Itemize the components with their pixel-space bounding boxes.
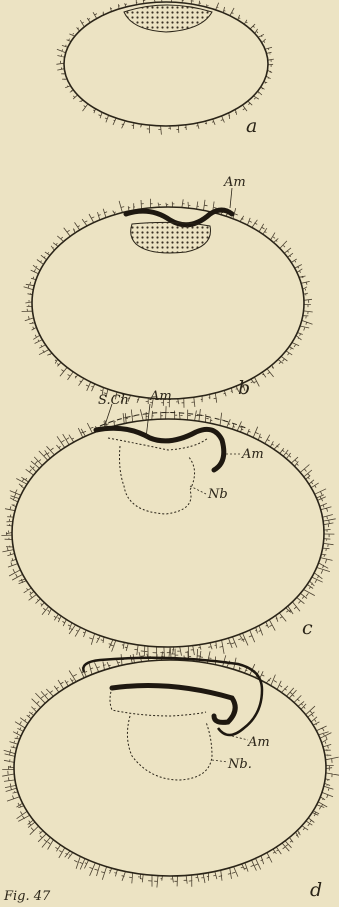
villi-layer-c (1, 406, 335, 659)
serous-membrane-dashed-c (100, 412, 246, 428)
ovum-outline-d (14, 660, 326, 876)
villi-strokes (2, 647, 339, 887)
figure-caption: Fig. 47 (3, 889, 51, 904)
embryo-band-d (112, 686, 235, 723)
pointer-nb-c (190, 486, 206, 494)
annotation-nb-c: Nb (207, 487, 228, 502)
panel-d: Am Nb. d (2, 647, 339, 901)
germinal-disc-a (124, 5, 212, 32)
annotation-nb-d: Nb. (227, 757, 252, 772)
annotation-am-d: Am (247, 735, 270, 750)
villi-strokes (1, 406, 335, 659)
panel-label-d: d (310, 879, 322, 901)
pointer-nb-d (212, 760, 228, 762)
pointer-am-b (230, 188, 232, 208)
panel-label-c: c (302, 617, 313, 639)
umbilical-vesicle-c (120, 446, 195, 514)
amnion-fold-c (96, 428, 224, 470)
annotation-am-right-c: Am (241, 447, 264, 462)
annotation-am-top-c: Am (149, 389, 172, 404)
pointer-am-top-c (146, 404, 150, 438)
umbilical-vesicle-d (127, 716, 212, 780)
ovum-outline-c (12, 419, 324, 647)
annotation-sch-c: S.Ch (98, 393, 129, 408)
amnion-inner-d (110, 688, 206, 716)
annotation-am-b: Am (223, 175, 246, 190)
villi-layer-d (2, 647, 339, 887)
panel-c: S.Ch Am Am Nb c (1, 389, 335, 659)
embryo-mass-b (131, 222, 211, 253)
panel-label-a: a (246, 115, 257, 137)
panel-b: Am b (22, 175, 313, 408)
panel-label-b: b (238, 377, 250, 399)
panel-a: a (56, 0, 273, 137)
pointer-am-d (232, 736, 248, 740)
